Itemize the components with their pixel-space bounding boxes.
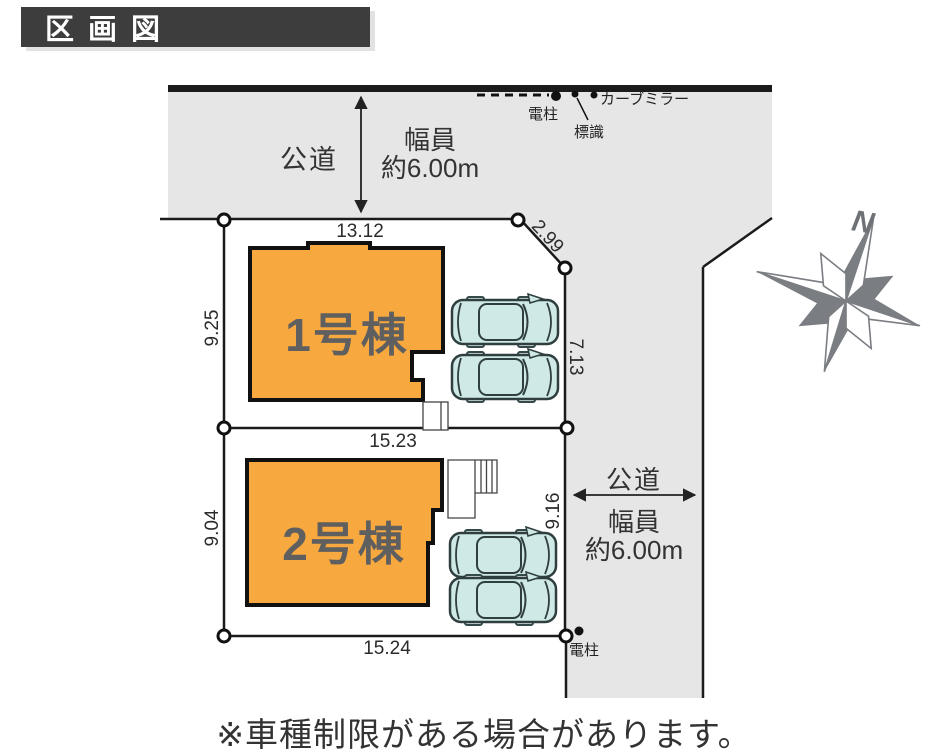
dim-plot1-right: 7.13 [565,338,586,376]
side-road-width: 幅員 約6.00m [572,508,696,564]
utility-pole-top-dot [551,91,561,101]
side-road-width-line2: 約6.00m [584,535,684,565]
top-road-name: 公道 [280,145,338,175]
side-road-name: 公道 [606,465,663,495]
car-icon [448,525,558,582]
building-1-label: 1号棟 [285,309,409,361]
car-icon [450,292,560,349]
sign-label: 標識 [574,124,605,141]
building-1-porch [422,401,449,431]
dim-between-plots: 15.23 [369,431,417,452]
road-surface [168,85,772,698]
car-icon [450,347,560,404]
survey-point-markers [216,212,575,644]
curve-mirror-dot [590,91,598,99]
building-2-label: 2号棟 [282,518,406,570]
side-road-width-line1: 幅員 [607,507,660,537]
utility-pole-bottom-label: 電柱 [569,642,600,659]
compass-icon [756,217,921,373]
building-1-shape [248,241,445,402]
utility-pole-bottom-dot [574,626,584,636]
top-road-width-line1: 幅員 [403,125,456,155]
top-road-width-line2: 約6.00m [380,153,480,183]
page-title: 区画図 [45,14,175,46]
parcel-boundaries [160,216,773,698]
utility-markers-top [477,90,598,121]
curve-mirror-label: カーブミラー [600,91,690,108]
footnote: ※車種制限がある場合があります。 [216,716,752,753]
dim-plot2-left: 9.04 [202,509,223,547]
dim-plot1-left: 9.25 [202,309,223,347]
car-icon [448,570,558,627]
dim-plot2-right: 9.16 [543,492,564,530]
dim-plot1-top: 13.12 [336,221,384,242]
building-2-shape [245,458,444,607]
sign-dot [571,90,579,98]
page-title-banner: 区画図 [21,7,370,47]
dim-plot2-bottom: 15.24 [363,638,411,659]
top-road-width: 幅員 約6.00m [370,126,490,182]
building-2-porch [447,459,498,519]
utility-pole-top-label: 電柱 [528,106,559,123]
